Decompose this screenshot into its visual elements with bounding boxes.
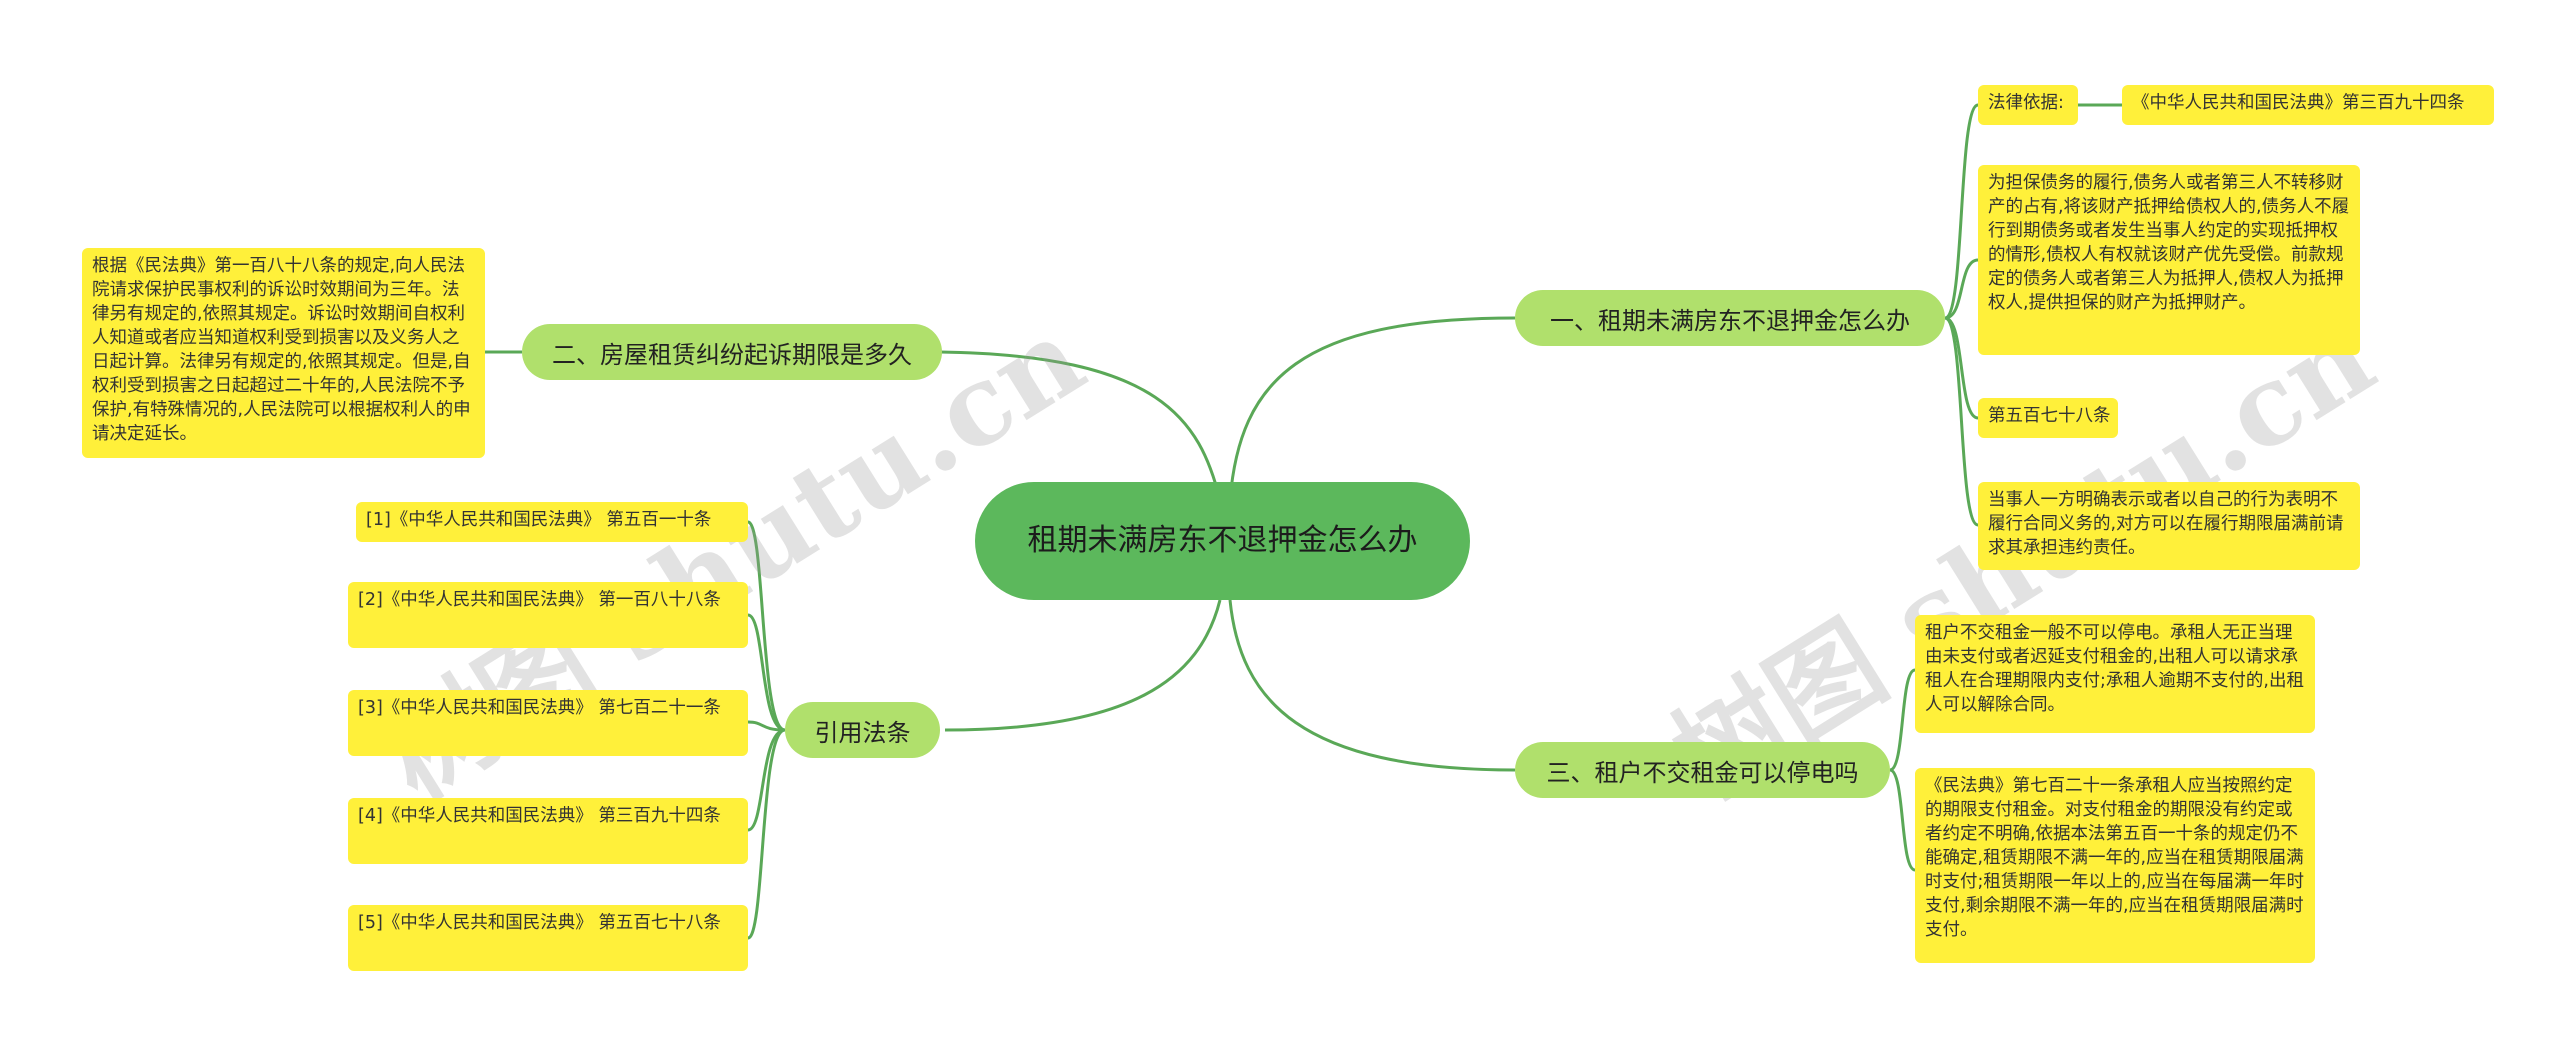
ref-item-label: [4]《中华人民共和国民法典》 第三百九十四条 <box>358 806 721 826</box>
root-topic[interactable]: 租期未满房东不退押金怎么办 <box>975 482 1470 600</box>
leaf-legal-ref-label: 《中华人民共和国民法典》第三百九十四条 <box>2132 93 2465 113</box>
link-b3-t2 <box>1889 768 1916 872</box>
leaf-legal-basis-label: 法律依据: <box>1988 93 2064 113</box>
branch-b1-label: 一、租期未满房东不退押金怎么办 <box>1550 306 1910 335</box>
leaf-article-578-text[interactable]: 当事人一方明确表示或者以自己的行为表明不履行合同义务的,对方可以在履行期限届满前… <box>1978 482 2360 570</box>
link-b3-t1 <box>1889 668 1916 772</box>
leaf-legal-basis[interactable]: 法律依据: <box>1978 85 2078 125</box>
link-b4-r3 <box>747 720 786 732</box>
ref-item-label: [5]《中华人民共和国民法典》 第五百七十八条 <box>358 913 721 933</box>
leaf-b3-text1-label: 租户不交租金一般不可以停电。承租人无正当理由未支付或者迟延支付租金的,出租人可以… <box>1925 623 2304 715</box>
leaf-article-394-text[interactable]: 为担保债务的履行,债务人或者第三人不转移财产的占有,将该财产抵押给债权人的,债务… <box>1978 165 2360 355</box>
ref-item[interactable]: [5]《中华人民共和国民法典》 第五百七十八条 <box>348 905 748 971</box>
leaf-b3-text1[interactable]: 租户不交租金一般不可以停电。承租人无正当理由未支付或者迟延支付租金的,出租人可以… <box>1915 615 2315 733</box>
ref-item-label: [2]《中华人民共和国民法典》 第一百八十八条 <box>358 590 721 610</box>
leaf-article-578-label: 第五百七十八条 <box>1988 406 2111 426</box>
link-root-b2 <box>939 350 1222 501</box>
ref-item[interactable]: [4]《中华人民共和国民法典》 第三百九十四条 <box>348 798 748 864</box>
link-root-b3 <box>1228 599 1516 772</box>
leaf-legal-ref[interactable]: 《中华人民共和国民法典》第三百九十四条 <box>2122 85 2494 125</box>
link-b4-r2 <box>747 613 786 732</box>
leaf-b2-text-label: 根据《民法典》第一百八十八条的规定,向人民法院请求保护民事权利的诉讼时效期间为三… <box>92 256 471 444</box>
leaf-b3-text2-label: 《民法典》第七百二十一条承租人应当按照约定的期限支付租金。对支付租金的期限没有约… <box>1925 776 2304 940</box>
link-b4-r4 <box>747 728 786 832</box>
branch-b2[interactable]: 二、房屋租赁纠纷起诉期限是多久 <box>522 324 942 380</box>
leaf-article-578[interactable]: 第五百七十八条 <box>1978 398 2118 438</box>
branch-b1[interactable]: 一、租期未满房东不退押金怎么办 <box>1515 290 1945 346</box>
leaf-b3-text2[interactable]: 《民法典》第七百二十一条承租人应当按照约定的期限支付租金。对支付租金的期限没有约… <box>1915 768 2315 963</box>
leaf-b2-text[interactable]: 根据《民法典》第一百八十八条的规定,向人民法院请求保护民事权利的诉讼时效期间为三… <box>82 248 485 458</box>
ref-item-label: [1]《中华人民共和国民法典》 第五百一十条 <box>366 510 712 530</box>
link-b4-r1 <box>746 520 786 732</box>
link-b1-legal <box>1944 103 1979 320</box>
link-b4-r5 <box>746 728 786 940</box>
ref-item[interactable]: [1]《中华人民共和国民法典》 第五百一十条 <box>356 502 748 542</box>
link-b1-394 <box>1944 258 1979 320</box>
leaf-article-578-text-label: 当事人一方明确表示或者以自己的行为表明不履行合同义务的,对方可以在履行期限届满前… <box>1988 490 2344 558</box>
branch-b4-label: 引用法条 <box>814 718 911 747</box>
link-b1-578text <box>1944 316 1979 527</box>
link-root-b4 <box>944 599 1222 732</box>
branch-b3[interactable]: 三、租户不交租金可以停电吗 <box>1515 742 1890 798</box>
branch-b2-label: 二、房屋租赁纠纷起诉期限是多久 <box>552 340 912 369</box>
ref-item[interactable]: [2]《中华人民共和国民法典》 第一百八十八条 <box>348 582 748 648</box>
root-label: 租期未满房东不退押金怎么办 <box>1027 523 1418 558</box>
leaf-article-394-text-label: 为担保债务的履行,债务人或者第三人不转移财产的占有,将该财产抵押给债权人的,债务… <box>1988 173 2350 313</box>
ref-item[interactable]: [3]《中华人民共和国民法典》 第七百二十一条 <box>348 690 748 756</box>
branch-b3-label: 三、租户不交租金可以停电吗 <box>1546 758 1859 787</box>
branch-b4[interactable]: 引用法条 <box>785 702 940 758</box>
link-root-b1 <box>1228 316 1516 501</box>
ref-item-label: [3]《中华人民共和国民法典》 第七百二十一条 <box>358 698 721 718</box>
